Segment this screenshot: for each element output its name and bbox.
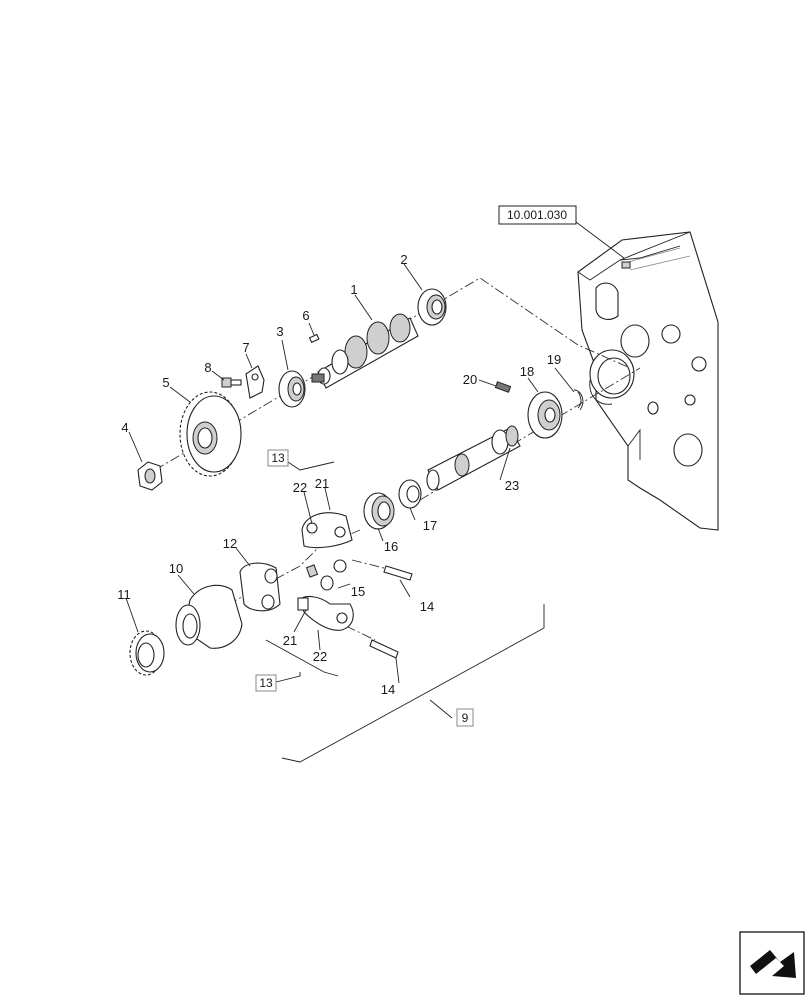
key-6	[308, 333, 320, 344]
callout-1: 1	[350, 282, 357, 297]
gear-5	[179, 391, 242, 477]
callout-6: 6	[302, 308, 309, 323]
engine-block	[577, 231, 719, 531]
callout-7: 7	[242, 340, 249, 355]
bearing-2	[417, 288, 447, 326]
screw-8	[221, 377, 242, 388]
callout-5: 5	[162, 375, 169, 390]
washer-17	[398, 479, 422, 509]
callout-12: 12	[223, 536, 237, 551]
callout-21-upper: 21	[315, 476, 329, 491]
drum-10	[175, 584, 243, 649]
reference-box[interactable]: 10.001.030	[498, 205, 577, 225]
block-12	[239, 562, 281, 612]
group-box-9-label: 9	[462, 711, 469, 725]
plate-7	[245, 365, 265, 399]
callout-labels: 2 1 3 6 7 8 5 4 20 18 19 23 17 16 22 21 …	[117, 252, 561, 697]
bearing-3	[278, 370, 306, 408]
callout-14-upper: 14	[420, 599, 434, 614]
camshaft-1	[311, 313, 419, 389]
group-box-13-lower-label: 13	[259, 676, 273, 690]
group-box-13-upper[interactable]: 13	[267, 449, 289, 467]
circlip-19	[573, 389, 584, 411]
pin-15	[320, 559, 347, 591]
callout-17: 17	[423, 518, 437, 533]
sleeve-16	[363, 492, 395, 530]
flyweight-21	[305, 564, 319, 578]
callout-18: 18	[520, 364, 534, 379]
bearing-18	[527, 391, 563, 439]
pin-axis-lower	[345, 625, 376, 641]
callout-22-lower: 22	[313, 649, 327, 664]
shaft-23	[426, 425, 521, 491]
callout-3: 3	[276, 324, 283, 339]
group-box-9[interactable]: 9	[456, 708, 474, 727]
group-box-13-upper-label: 13	[271, 451, 285, 465]
callout-15: 15	[351, 584, 365, 599]
callout-14-lower: 14	[381, 682, 395, 697]
group-box-13-lower[interactable]: 13	[255, 674, 277, 692]
callout-4: 4	[121, 420, 128, 435]
setscrew-20	[494, 381, 512, 393]
callout-10: 10	[169, 561, 183, 576]
pin-14-lower	[369, 639, 399, 659]
holder-22-upper	[301, 512, 353, 549]
callout-20: 20	[463, 372, 477, 387]
callout-23: 23	[505, 478, 519, 493]
callout-2: 2	[400, 252, 407, 267]
reference-box-label: 10.001.030	[507, 208, 567, 222]
callout-19: 19	[547, 352, 561, 367]
gear-11	[129, 630, 165, 676]
holder-22-lower	[297, 595, 354, 631]
pin-14-upper	[383, 565, 413, 581]
callout-21-lower: 21	[283, 633, 297, 648]
callout-16: 16	[384, 539, 398, 554]
next-page-arrow-icon[interactable]	[739, 931, 805, 995]
callout-11: 11	[117, 587, 131, 602]
leader-lines	[125, 221, 625, 763]
callout-8: 8	[204, 360, 211, 375]
callout-22-upper: 22	[293, 480, 307, 495]
nut-4	[137, 461, 163, 491]
